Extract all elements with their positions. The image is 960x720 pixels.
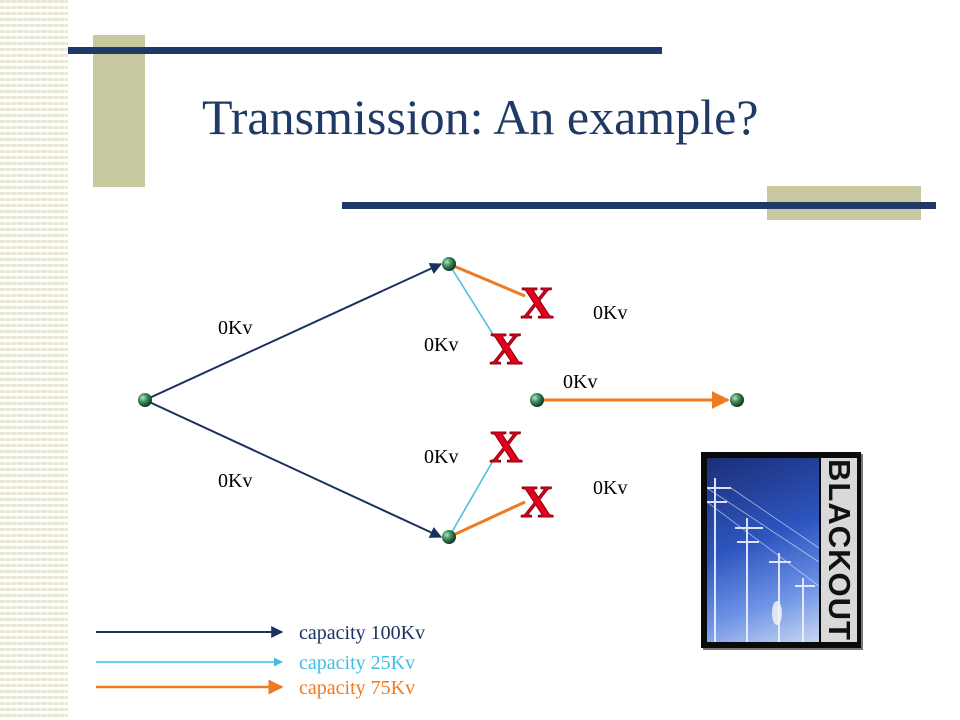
line-lower-cyan — [448, 458, 495, 538]
label-lower-mid: 0Kv — [424, 446, 458, 468]
failure-mark-lower-cyan: X — [489, 421, 522, 472]
failure-mark-upper-orange: X — [520, 277, 553, 328]
top-rule-bar — [68, 47, 662, 54]
blackout-wordmark: BLACKOUT — [821, 458, 857, 642]
node-upper — [442, 257, 456, 271]
legend-label-cap75: capacity 75Kv — [299, 677, 415, 699]
blackout-image: BLACKOUT — [701, 452, 861, 648]
line-upper-cyan — [448, 263, 495, 337]
node-source — [138, 393, 152, 407]
line-source-to-lower — [144, 399, 443, 538]
legend-label-cap100: capacity 100Kv — [299, 622, 425, 644]
legend-label-cap25: capacity 25Kv — [299, 652, 415, 674]
node-center-right — [730, 393, 744, 407]
node-center-left — [530, 393, 544, 407]
accent-block-vertical — [93, 35, 145, 187]
label-lower-left: 0Kv — [218, 470, 252, 492]
label-upper-right: 0Kv — [593, 302, 627, 324]
line-source-to-upper — [144, 263, 443, 401]
label-upper-left: 0Kv — [218, 317, 252, 339]
line-lower-orange — [448, 500, 526, 539]
label-center-right: 0Kv — [563, 371, 597, 393]
slide-title: Transmission: An example? — [202, 89, 759, 145]
blackout-word-text: BLACKOUT — [822, 459, 857, 641]
bottom-rule-bar — [342, 202, 936, 209]
power-pole-icon — [707, 478, 819, 642]
failure-mark-upper-cyan: X — [489, 323, 522, 374]
label-upper-mid: 0Kv — [424, 334, 458, 356]
power-lines-photo — [707, 458, 819, 642]
striped-side-decoration — [0, 0, 68, 720]
node-lower — [442, 530, 456, 544]
failure-mark-lower-orange: X — [520, 476, 553, 527]
line-upper-orange — [448, 262, 526, 298]
label-lower-right: 0Kv — [593, 477, 627, 499]
